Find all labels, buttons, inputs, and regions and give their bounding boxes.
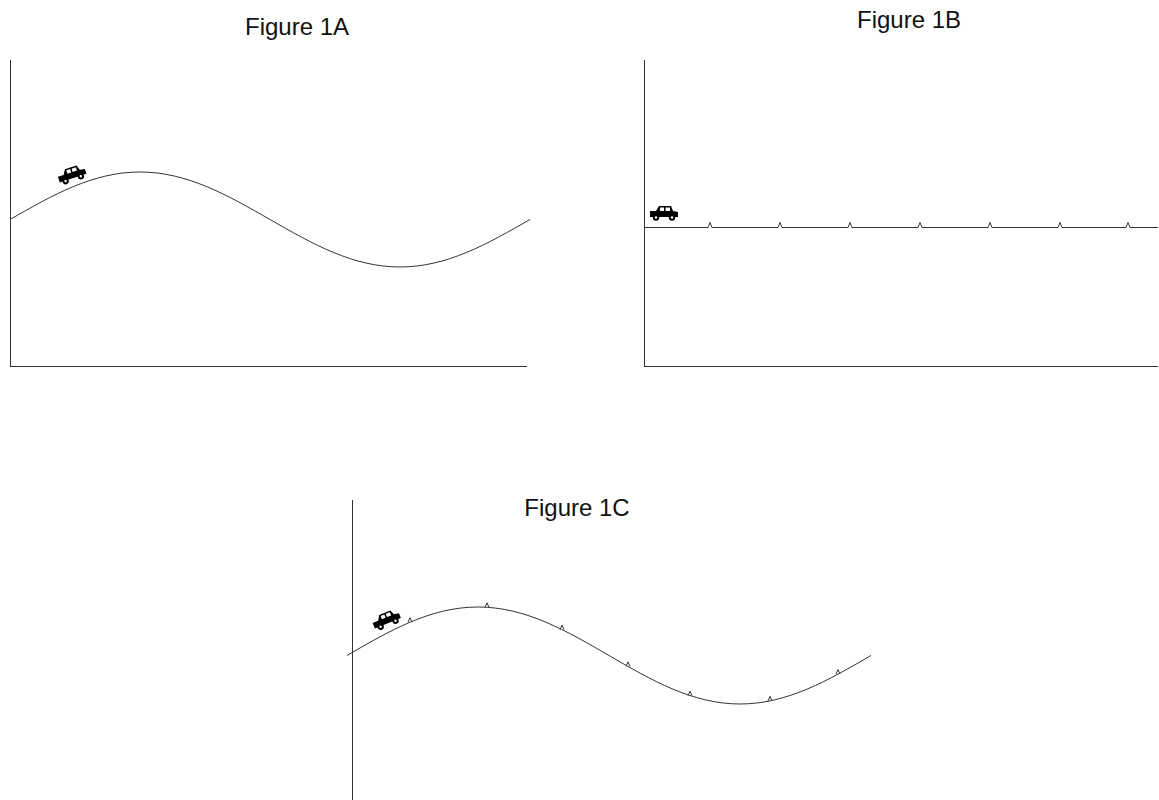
car-icon	[650, 206, 678, 221]
car-icon	[56, 163, 87, 186]
figure-1c	[347, 500, 871, 800]
figure-1a	[10, 60, 530, 367]
car-icon	[371, 608, 402, 632]
figure-title: Figure 1A	[245, 13, 349, 42]
figure-title: Figure 1C	[524, 494, 629, 523]
figure-1b	[644, 60, 1158, 367]
figure-title: Figure 1B	[857, 6, 961, 35]
